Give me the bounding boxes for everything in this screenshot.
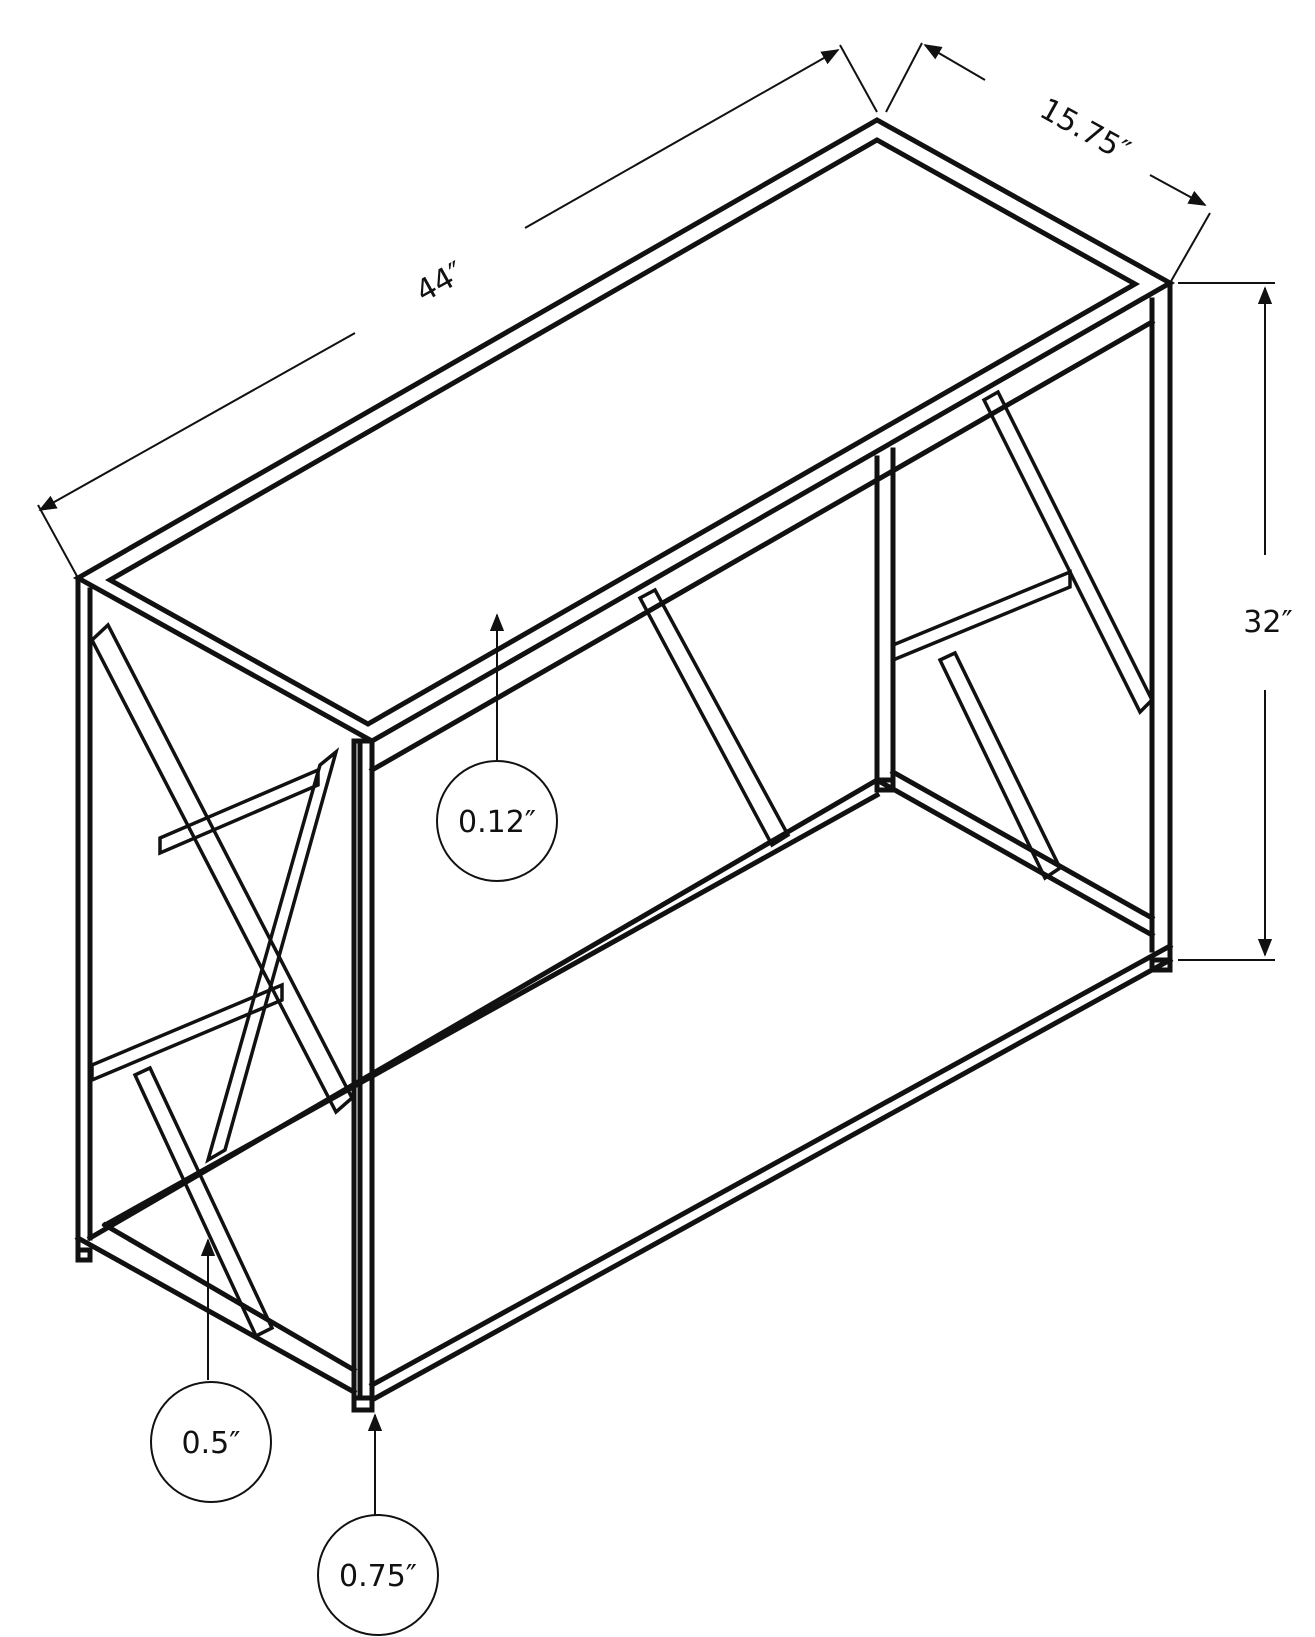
depth-label: 15.75″ bbox=[1034, 92, 1136, 170]
back-diagonal bbox=[637, 587, 791, 848]
left-diagonal-short bbox=[132, 1065, 275, 1339]
leg-offset-label: 0.5″ bbox=[182, 1426, 241, 1461]
foot-pad-front-right bbox=[1149, 957, 1173, 973]
left-diagonal-cross bbox=[205, 747, 340, 1164]
bottom-right-rail bbox=[873, 776, 1156, 939]
tube-wall-callout: 0.12″ bbox=[436, 760, 558, 882]
width-extension-right bbox=[839, 44, 878, 113]
front-left-leg bbox=[351, 738, 375, 1401]
tube-size-label: 0.75″ bbox=[339, 1559, 417, 1594]
back-apron bbox=[368, 318, 1156, 774]
foot-pad-front-left bbox=[351, 1395, 375, 1413]
leg-offset-callout: 0.5″ bbox=[150, 1381, 272, 1503]
geometric-bars bbox=[89, 389, 1155, 1339]
depth-arrow-bottom bbox=[1149, 174, 1207, 206]
left-diagonal-long bbox=[89, 622, 355, 1115]
tube-size-callout: 0.75″ bbox=[317, 1514, 439, 1636]
width-arrow-left bbox=[38, 332, 356, 511]
foot-pad-back-right bbox=[874, 777, 896, 793]
depth-arrow-top bbox=[923, 44, 986, 81]
left-shelf-bar-lower bbox=[90, 982, 284, 1083]
right-diagonal-short bbox=[937, 650, 1063, 881]
tube-wall-label: 0.12″ bbox=[458, 805, 536, 840]
width-arrow-right bbox=[524, 49, 840, 229]
bottom-front-rail bbox=[368, 942, 1174, 1389]
foot-pad-back-left bbox=[75, 1247, 93, 1263]
left-shelf-bar-upper bbox=[158, 767, 320, 856]
depth-extension-right bbox=[1169, 212, 1211, 284]
bottom-left-rail bbox=[74, 1234, 358, 1396]
width-label: 44″ bbox=[410, 255, 470, 310]
tabletop-inner bbox=[104, 137, 1141, 727]
right-diagonal-long bbox=[981, 389, 1155, 715]
table-frame bbox=[72, 117, 1176, 1413]
depth-extension-left bbox=[885, 42, 923, 113]
right-shelf-bar bbox=[891, 569, 1072, 663]
width-extension-left bbox=[37, 504, 79, 579]
height-label: 32″ bbox=[1243, 605, 1292, 640]
dimension-annotations bbox=[37, 42, 1275, 1555]
